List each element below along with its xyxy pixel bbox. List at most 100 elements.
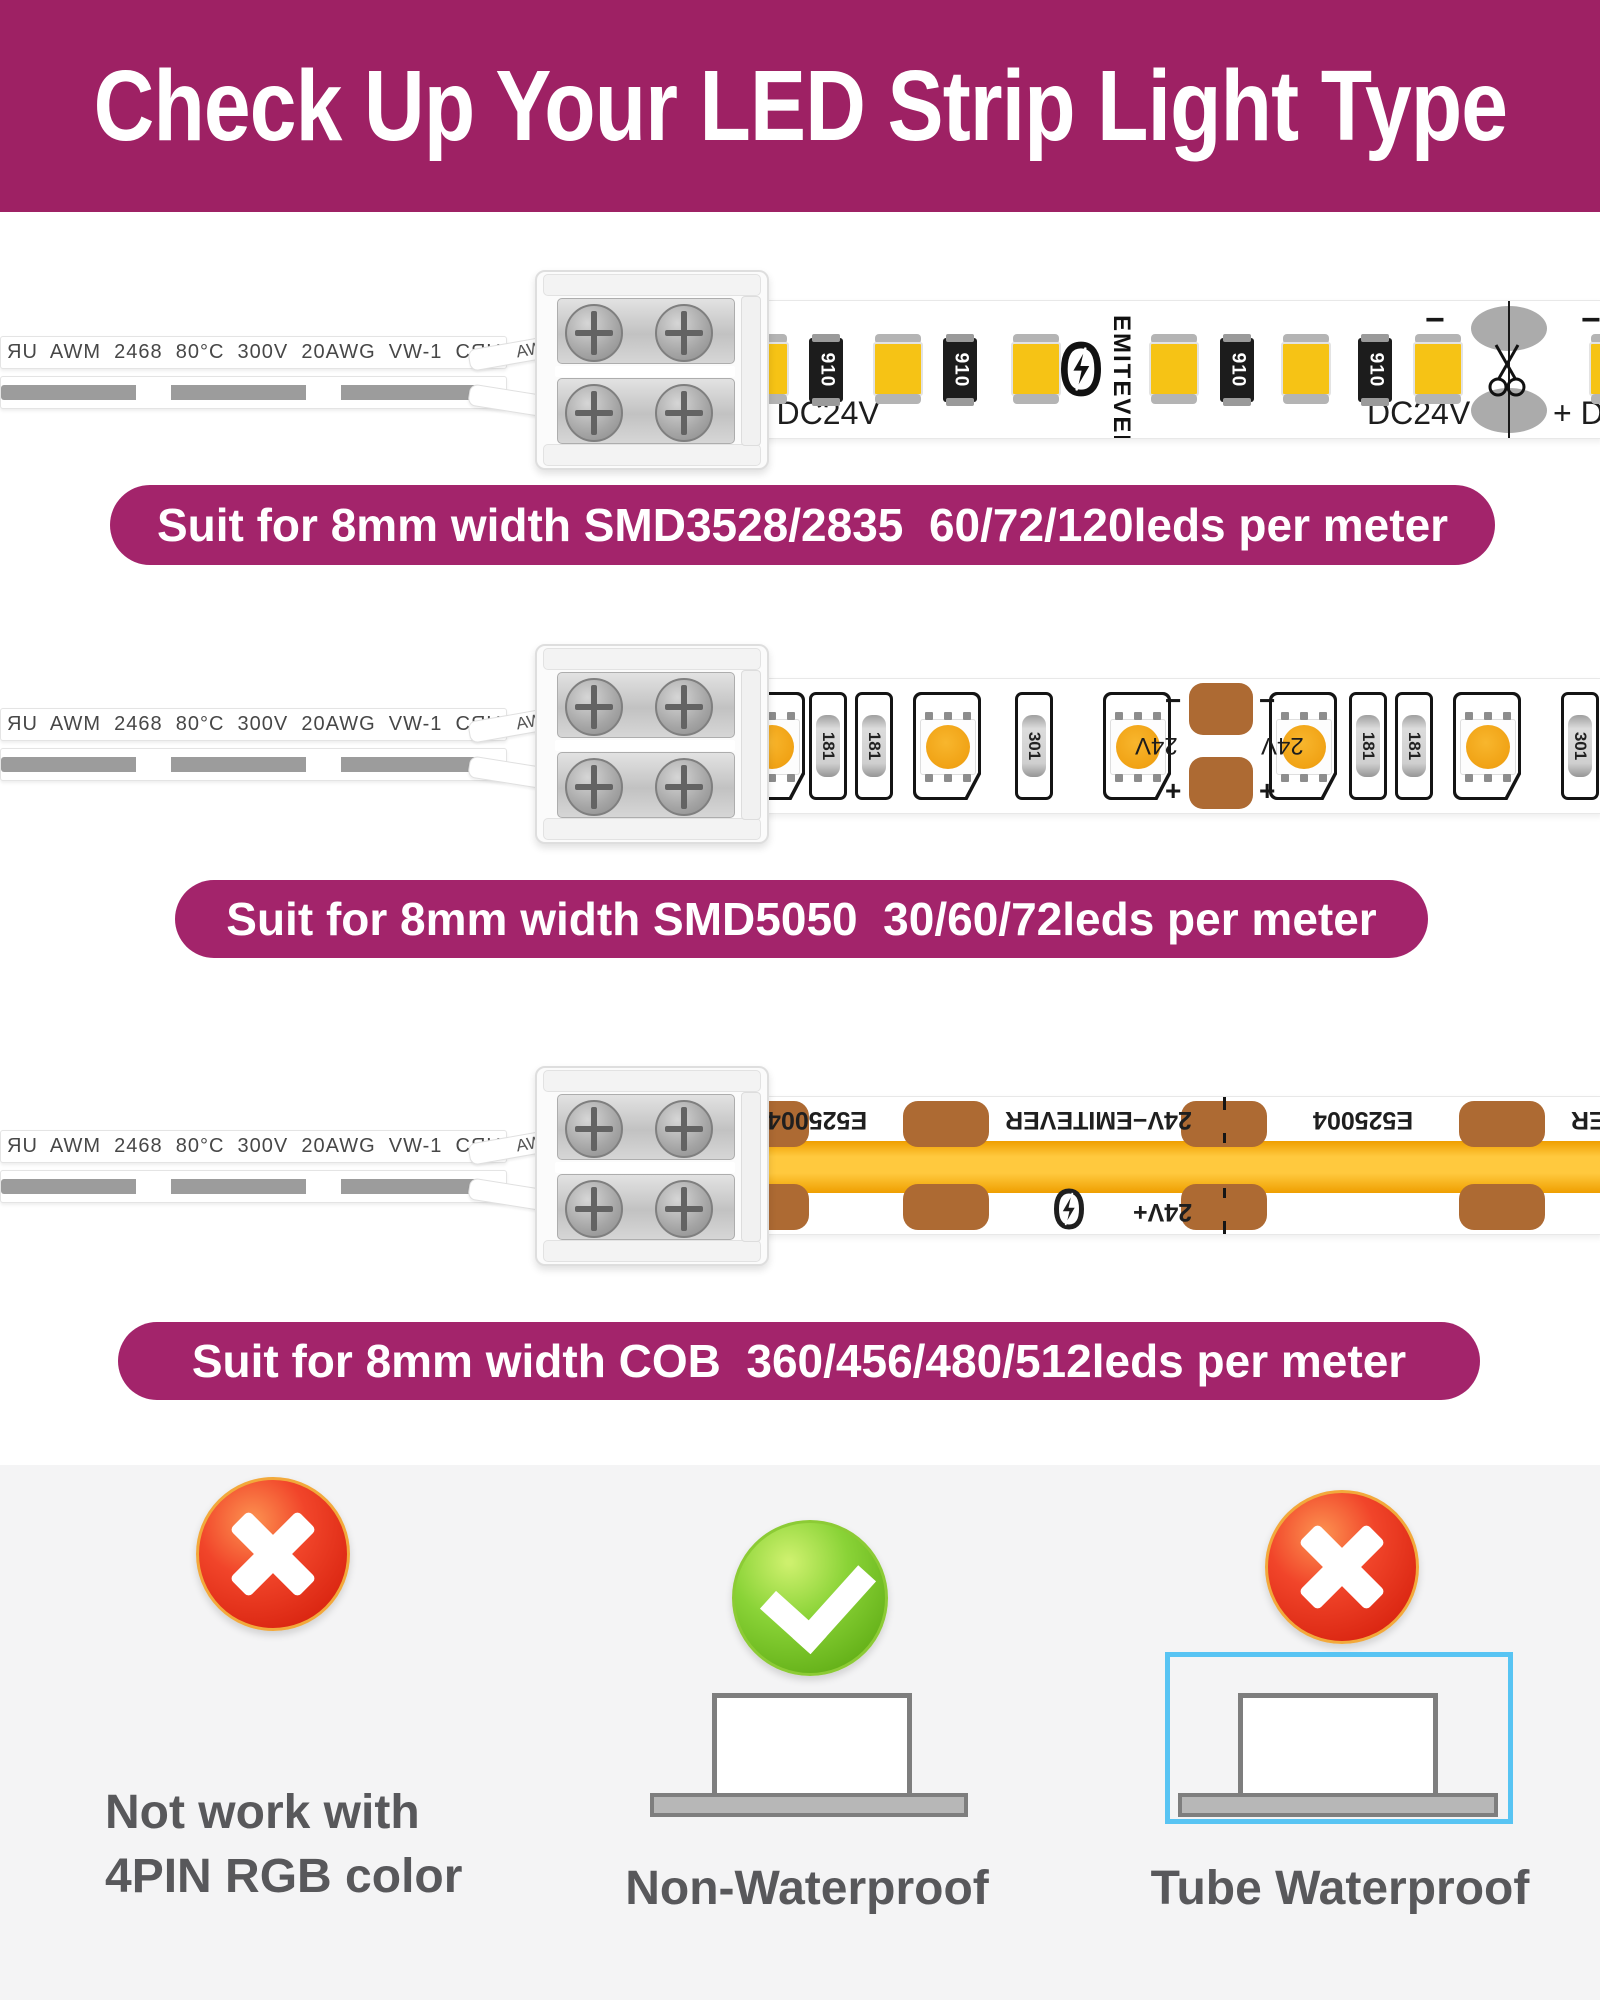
cob-code-label: E525004 xyxy=(767,1106,868,1134)
polarity-plus: + xyxy=(1165,775,1182,806)
resistor-910: 910 xyxy=(809,334,843,406)
clamp-plate xyxy=(557,378,735,444)
led-2835 xyxy=(1413,334,1463,404)
resistor-181: 181 xyxy=(855,692,893,800)
not-work-caption-line2: 4PIN RGB color xyxy=(105,1850,463,1903)
solder-pad-copper xyxy=(1189,757,1253,809)
scissors-icon xyxy=(1485,343,1529,397)
connector-clamp-tab xyxy=(741,296,761,446)
solder-pad-copper xyxy=(1459,1101,1545,1147)
page-title: Check Up Your LED Strip Light Type xyxy=(93,49,1507,162)
wire-core xyxy=(1,1179,506,1194)
clamp-plate xyxy=(557,672,735,738)
resistor-181: 181 xyxy=(1395,692,1433,800)
tube-waterproof-caption: Tube Waterproof xyxy=(1150,1862,1530,1915)
clamp-plate xyxy=(557,1174,735,1240)
polarity-plus: + xyxy=(1259,775,1276,806)
cut-mark xyxy=(1223,1133,1226,1143)
led-5050 xyxy=(1269,692,1337,800)
strip-smd2835: - DC24V DC24V + + DC 910 910 910 910 EMI… xyxy=(752,300,1600,439)
strip-base-bar xyxy=(1178,1793,1498,1817)
compatibility-panel: G R B + R3 181 181 R4 Q3 Q4 R5 181 xyxy=(0,1465,1600,2000)
wire-printed: ЯU AWM 2468 80°C 300V 20AWG VW-1 CЯU xyxy=(0,1130,507,1163)
screw-icon xyxy=(565,1180,623,1238)
not-work-caption-line1: Not work with xyxy=(105,1786,420,1839)
strip-cob: E525004 24V−EMITEVER E525004 VER 24V+ xyxy=(752,1096,1600,1235)
wire-cored xyxy=(0,1170,507,1203)
screw-icon xyxy=(565,678,623,736)
voltage-label: 24V xyxy=(1261,732,1304,759)
wire-section-2: ЯU AWM 2468 80°C 300V 20AWG VW-1 CЯU AWM xyxy=(0,698,606,799)
cross-icon xyxy=(196,1477,350,1631)
resistor-301: 301 xyxy=(1561,692,1599,800)
screw-icon xyxy=(655,1100,713,1158)
connector-flange xyxy=(543,648,761,670)
cob-brand-partial-label: VER xyxy=(1571,1106,1600,1134)
wire-printed: ЯU AWM 2468 80°C 300V 20AWG VW-1 CЯU xyxy=(0,336,507,369)
cross-icon xyxy=(1265,1490,1419,1644)
cob-volt-plus-label: 24V+ xyxy=(1133,1198,1193,1226)
pill-text: Suit for 8mm width SMD3528/2835 60/72/12… xyxy=(156,499,1449,551)
cob-code-label: E525004 xyxy=(1313,1106,1414,1134)
connector-clamp-tab xyxy=(741,670,761,820)
connector-flange xyxy=(543,818,761,840)
non-waterproof-caption: Non-Waterproof xyxy=(625,1862,989,1915)
screw-icon xyxy=(565,1100,623,1158)
polarity-minus: − xyxy=(1581,301,1600,339)
strip-connector-3 xyxy=(535,1066,769,1266)
strip-base-bar xyxy=(650,1793,968,1817)
wire-cored xyxy=(0,748,507,781)
cut-mark xyxy=(1223,1097,1226,1110)
cut-mark xyxy=(1223,1188,1226,1198)
led-5050 xyxy=(1103,692,1171,800)
resistor-910: 910 xyxy=(943,334,977,406)
lightning-logo-icon xyxy=(1061,339,1101,399)
polarity-minus: − xyxy=(1425,301,1445,339)
screw-icon xyxy=(655,758,713,816)
clamp-plate xyxy=(557,1094,735,1160)
solder-pad-copper xyxy=(1459,1184,1545,1230)
resistor-910: 910 xyxy=(1220,334,1254,406)
lightning-logo-icon xyxy=(1053,1188,1085,1230)
waterproof-tube-outline xyxy=(1165,1652,1513,1824)
connector-gap xyxy=(555,1162,735,1173)
wire-print-text: ЯU AWM 2468 80°C 300V 20AWG VW-1 CЯU xyxy=(7,713,502,735)
cob-phosphor-band xyxy=(753,1141,1600,1193)
resistor-181: 181 xyxy=(1349,692,1387,800)
pill-label-cob: Suit for 8mm width COB 360/456/480/512le… xyxy=(118,1322,1480,1400)
polarity-minus: − xyxy=(1165,685,1182,716)
connector-flange xyxy=(543,274,761,296)
led-2835 xyxy=(873,334,923,404)
led-5050 xyxy=(1453,692,1521,800)
strip-connector-2 xyxy=(535,644,769,844)
led-2835 xyxy=(1281,334,1331,404)
led-2835 xyxy=(1149,334,1199,404)
connector-flange xyxy=(543,1070,761,1092)
brand-text-vertical: EMITEVER xyxy=(1108,315,1135,439)
pill-text: Suit for 8mm width SMD5050 30/60/72leds … xyxy=(226,893,1377,945)
strip-cross-section xyxy=(1238,1693,1438,1799)
clamp-plate xyxy=(557,298,735,364)
solder-pad-copper xyxy=(1189,683,1253,735)
connector-gap xyxy=(555,740,735,751)
screw-icon xyxy=(565,758,623,816)
solder-pad-copper xyxy=(903,1184,989,1230)
connector-flange xyxy=(543,1240,761,1262)
wire-printed: ЯU AWM 2468 80°C 300V 20AWG VW-1 CЯU xyxy=(0,708,507,741)
pill-label-smd5050: Suit for 8mm width SMD5050 30/60/72leds … xyxy=(175,880,1428,958)
pill-text: Suit for 8mm width COB 360/456/480/512le… xyxy=(191,1335,1407,1387)
led-5050 xyxy=(913,692,981,800)
wire-print-text: ЯU AWM 2468 80°C 300V 20AWG VW-1 CЯU xyxy=(7,341,502,363)
strip-smd5050: 24V 181 181 301 181 181 301 − − + + 24V … xyxy=(752,678,1600,814)
wire-cored xyxy=(0,376,507,409)
led-2835 xyxy=(1589,334,1600,404)
connector-gap xyxy=(555,366,735,377)
resistor-301: 301 xyxy=(1015,692,1053,800)
resistor-181: 181 xyxy=(809,692,847,800)
wire-core xyxy=(1,385,506,400)
pill-label-smd2835: Suit for 8mm width SMD3528/2835 60/72/12… xyxy=(110,485,1495,565)
wire-print-text: ЯU AWM 2468 80°C 300V 20AWG VW-1 CЯU xyxy=(7,1135,502,1157)
clamp-plate xyxy=(557,752,735,818)
wire-section-1: ЯU AWM 2468 80°C 300V 20AWG VW-1 CЯU AWM xyxy=(0,326,606,427)
